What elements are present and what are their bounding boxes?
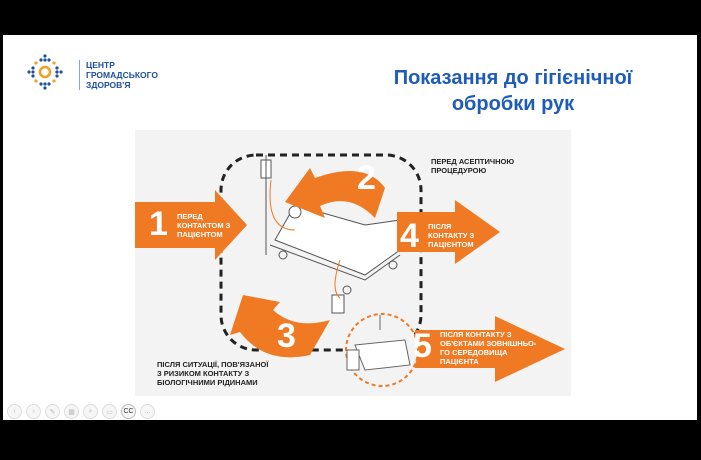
arrow-1 — [135, 190, 247, 260]
label-line: ГО СЕРЕДОВИЩА — [440, 348, 508, 357]
step-3-number: 3 — [277, 317, 296, 355]
step-5-number: 5 — [413, 327, 432, 365]
slide-title: Показання до гігієнічної обробки рук — [343, 65, 683, 117]
label-line: БІОЛОГІЧНИМИ РІДИНАМИ — [157, 378, 258, 387]
slide-grid-button[interactable]: ▦ — [64, 404, 79, 419]
label-line: З РИЗИКОМ КОНТАКТУ З — [157, 369, 250, 378]
zoom-button[interactable]: ⌕ — [83, 404, 98, 419]
title-line: обробки рук — [451, 93, 575, 115]
label-line: КОНТАКТОМ З — [177, 221, 231, 230]
label-line: КОНТАКТУ З — [428, 231, 475, 240]
subtitles-button[interactable]: ▭ — [102, 404, 117, 419]
label-line: ПІСЛЯ — [428, 222, 452, 231]
logo-line: ЗДОРОВ'Я — [86, 80, 131, 90]
closed-captions-button[interactable]: CC — [121, 404, 136, 419]
arrow-5 — [415, 316, 565, 382]
logo-icon — [27, 54, 63, 90]
label-line: ПАЦІЄНТОМ — [428, 240, 474, 249]
step-2-number: 2 — [357, 159, 376, 197]
label-line: ПАЦІЄНТОМ — [177, 230, 223, 239]
logo-line: ЦЕНТР — [86, 60, 115, 70]
step-1-number: 1 — [149, 205, 168, 243]
label-line: ПРОЦЕДУРОЮ — [431, 166, 487, 175]
presentation-slide: ЦЕНТР ГРОМАДСЬКОГО ЗДОРОВ'Я Показання до… — [3, 35, 697, 420]
label-line: ПІСЛЯ СИТУАЦІЇ, ПОВ'ЯЗАНОЇ — [157, 360, 269, 369]
logo-text: ЦЕНТР ГРОМАДСЬКОГО ЗДОРОВ'Я — [79, 60, 158, 90]
previous-slide-button[interactable]: ‹ — [7, 404, 22, 419]
arrow-4 — [397, 200, 500, 264]
title-line: Показання до гігієнічної — [393, 67, 633, 89]
presentation-toolbar: ‹ › ✎ ▦ ⌕ ▭ CC … — [7, 404, 155, 419]
arrow-3 — [230, 295, 330, 358]
label-line: ПЕРЕД АСЕПТИЧНОЮ — [431, 157, 515, 166]
label-line: ОБ'ЄКТАМИ ЗОВНІШНЬО- — [440, 339, 537, 348]
logo: ЦЕНТР ГРОМАДСЬКОГО ЗДОРОВ'Я — [25, 52, 158, 92]
label-line: ПЕРЕД — [177, 212, 203, 221]
logo-line: ГРОМАДСЬКОГО — [86, 70, 158, 80]
step-4-number: 4 — [400, 217, 419, 255]
label-line: ПАЦІЄНТА — [440, 357, 479, 366]
label-line: ПІСЛЯ КОНТАКТУ З — [440, 330, 512, 339]
arrow-2 — [285, 168, 385, 218]
pen-button[interactable]: ✎ — [45, 404, 60, 419]
more-options-button[interactable]: … — [140, 404, 155, 419]
next-slide-button[interactable]: › — [26, 404, 41, 419]
